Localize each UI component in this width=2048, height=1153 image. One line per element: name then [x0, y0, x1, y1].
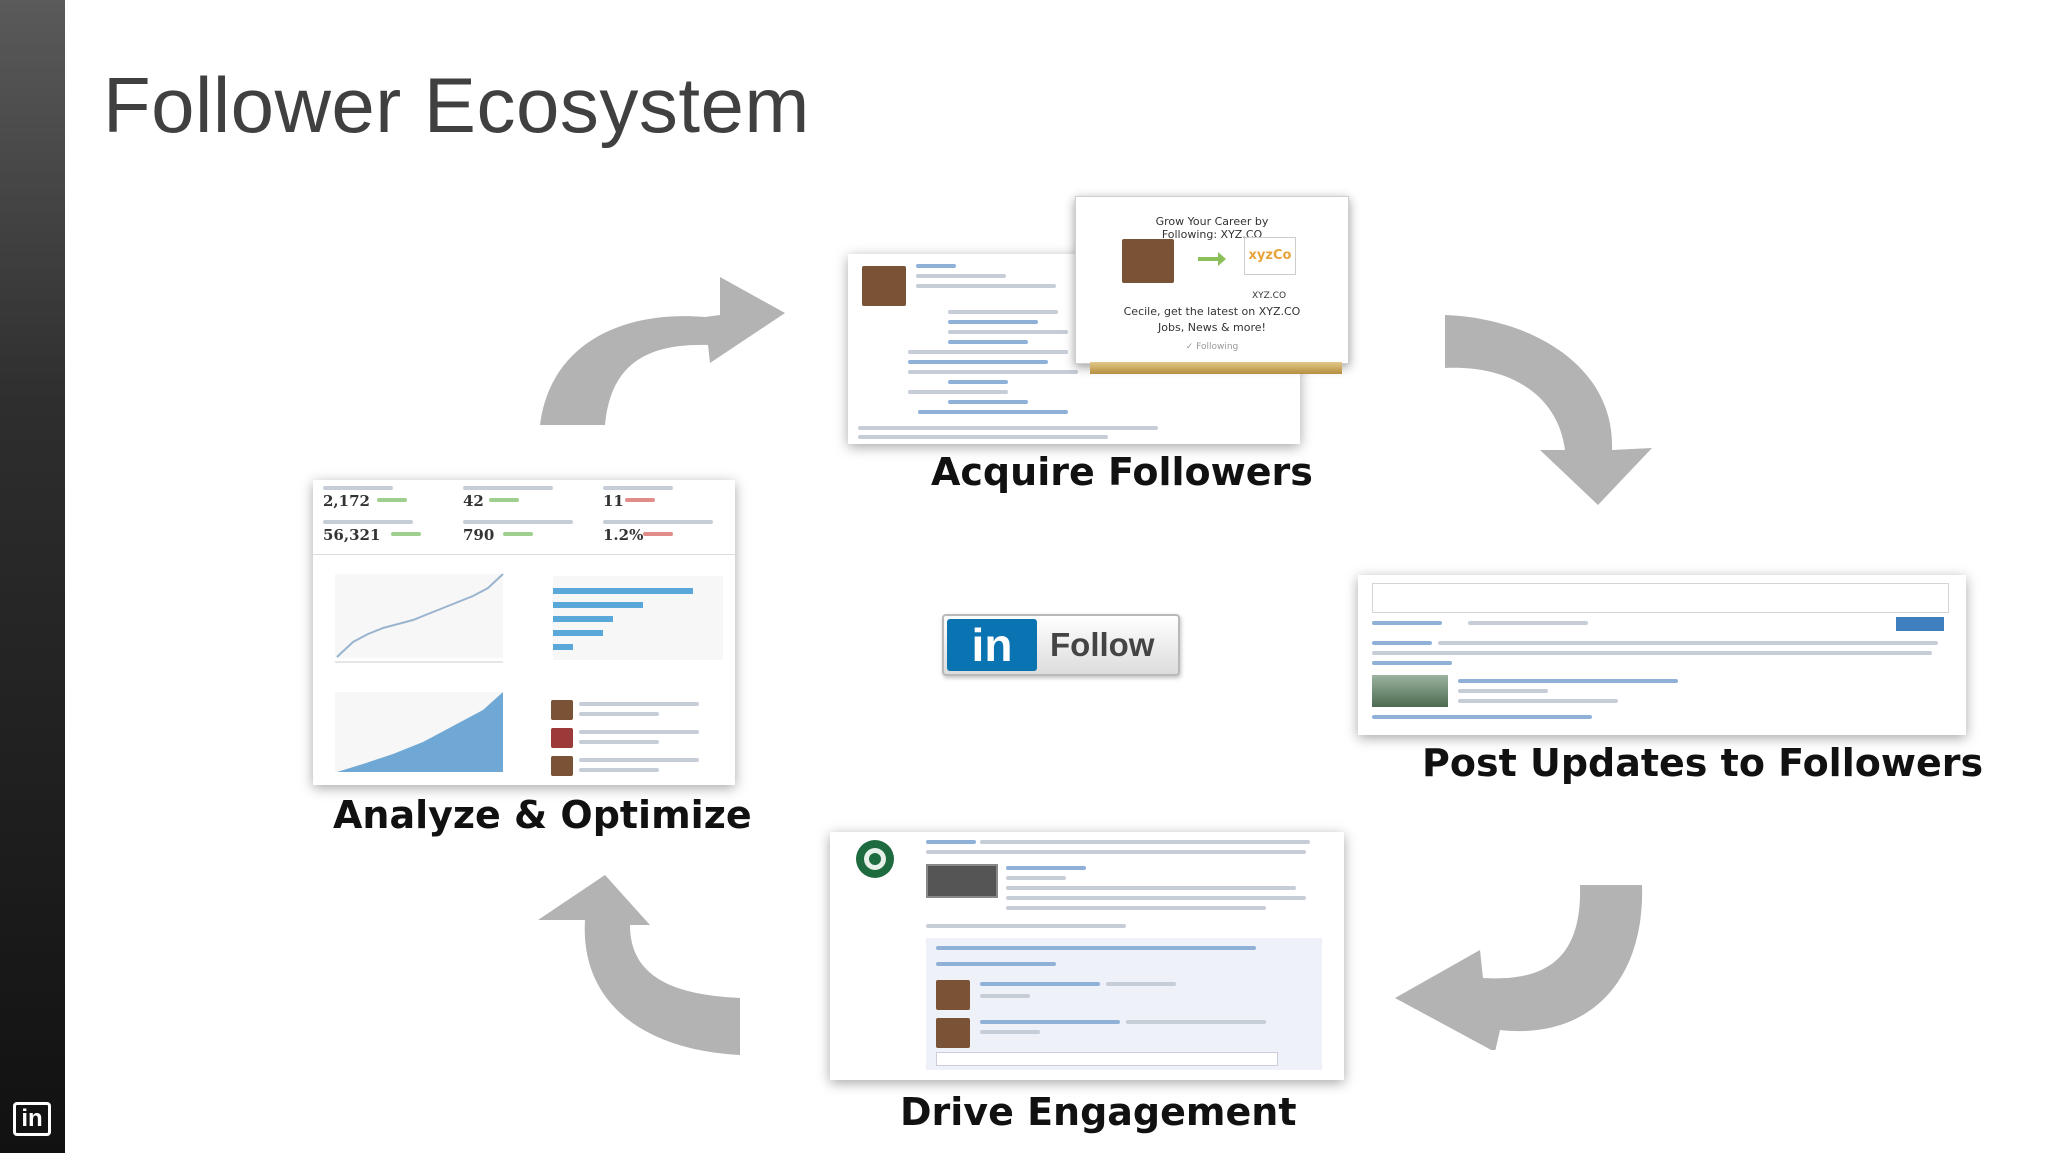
stat-rate: 1.2%: [603, 526, 644, 544]
stat-new-followers: 42: [463, 492, 484, 510]
profile-photo: [862, 266, 906, 306]
following-status[interactable]: ✓ Following: [1185, 342, 1239, 352]
arrow-top-right-icon: [1445, 315, 1652, 505]
follow-popup: Grow Your Career by Following: XYZ.CO xy…: [1075, 196, 1349, 364]
company-name: XYZ.CO: [1251, 291, 1287, 301]
stat-impressions: 56,321: [323, 526, 381, 544]
engagement-screenshot: [830, 832, 1344, 1080]
popup-headline-company: Following: XYZ.CO: [1161, 228, 1263, 241]
stat-followers: 2,172: [323, 492, 370, 510]
page-title: Follower Ecosystem: [103, 61, 810, 149]
post-updates-screenshot: [1358, 575, 1966, 735]
follower-photo: [551, 728, 573, 748]
brand-logo-icon: [856, 840, 894, 878]
linkedin-icon: in: [947, 619, 1037, 671]
demographics-bars-icon: [553, 576, 723, 660]
arrow-bottom-left-icon: [538, 875, 740, 1055]
comments-panel: [926, 938, 1322, 1070]
arrow-top-left-icon: [540, 277, 785, 425]
label-post-updates: Post Updates to Followers: [1422, 741, 1984, 785]
follow-label: Follow: [1050, 626, 1155, 663]
exchange-arrows-icon: [1198, 252, 1226, 266]
label-analyze-optimize: Analyze & Optimize: [333, 793, 752, 837]
stat-engagement: 11: [603, 492, 624, 510]
comment-input: [936, 1052, 1278, 1066]
popup-shadow-band: [1090, 362, 1342, 374]
share-update-input: [1372, 583, 1949, 613]
follower-photo: [551, 756, 573, 776]
company-logo: xyzCo: [1244, 237, 1296, 275]
analytics-screenshot: 2,172 42 11 56,321 790 1.2%: [313, 480, 735, 785]
popup-message-detail: Jobs, News & more!: [1158, 321, 1266, 334]
member-photo: [1122, 239, 1174, 283]
popup-headline: Grow Your Career by: [1155, 215, 1269, 228]
popup-message: Cecile, get the latest on XYZ.CO: [1123, 305, 1301, 318]
linkedin-icon: in: [13, 1102, 51, 1136]
follower-photo: [551, 700, 573, 720]
update-thumbnail: [1372, 675, 1448, 707]
follower-growth-line-icon: [335, 573, 504, 663]
share-button: [1896, 617, 1944, 631]
article-thumbnail: [926, 864, 998, 898]
label-acquire-followers: Acquire Followers: [931, 450, 1313, 494]
sidebar-bar: in: [0, 0, 65, 1153]
engagement-area-icon: [335, 692, 503, 772]
linkedin-follow-button[interactable]: in Follow: [942, 614, 1180, 676]
commenter-photo: [936, 1018, 970, 1048]
label-drive-engagement: Drive Engagement: [900, 1090, 1297, 1134]
stat-clicks: 790: [463, 526, 495, 544]
commenter-photo: [936, 980, 970, 1010]
arrow-bottom-right-icon: [1395, 885, 1643, 1050]
